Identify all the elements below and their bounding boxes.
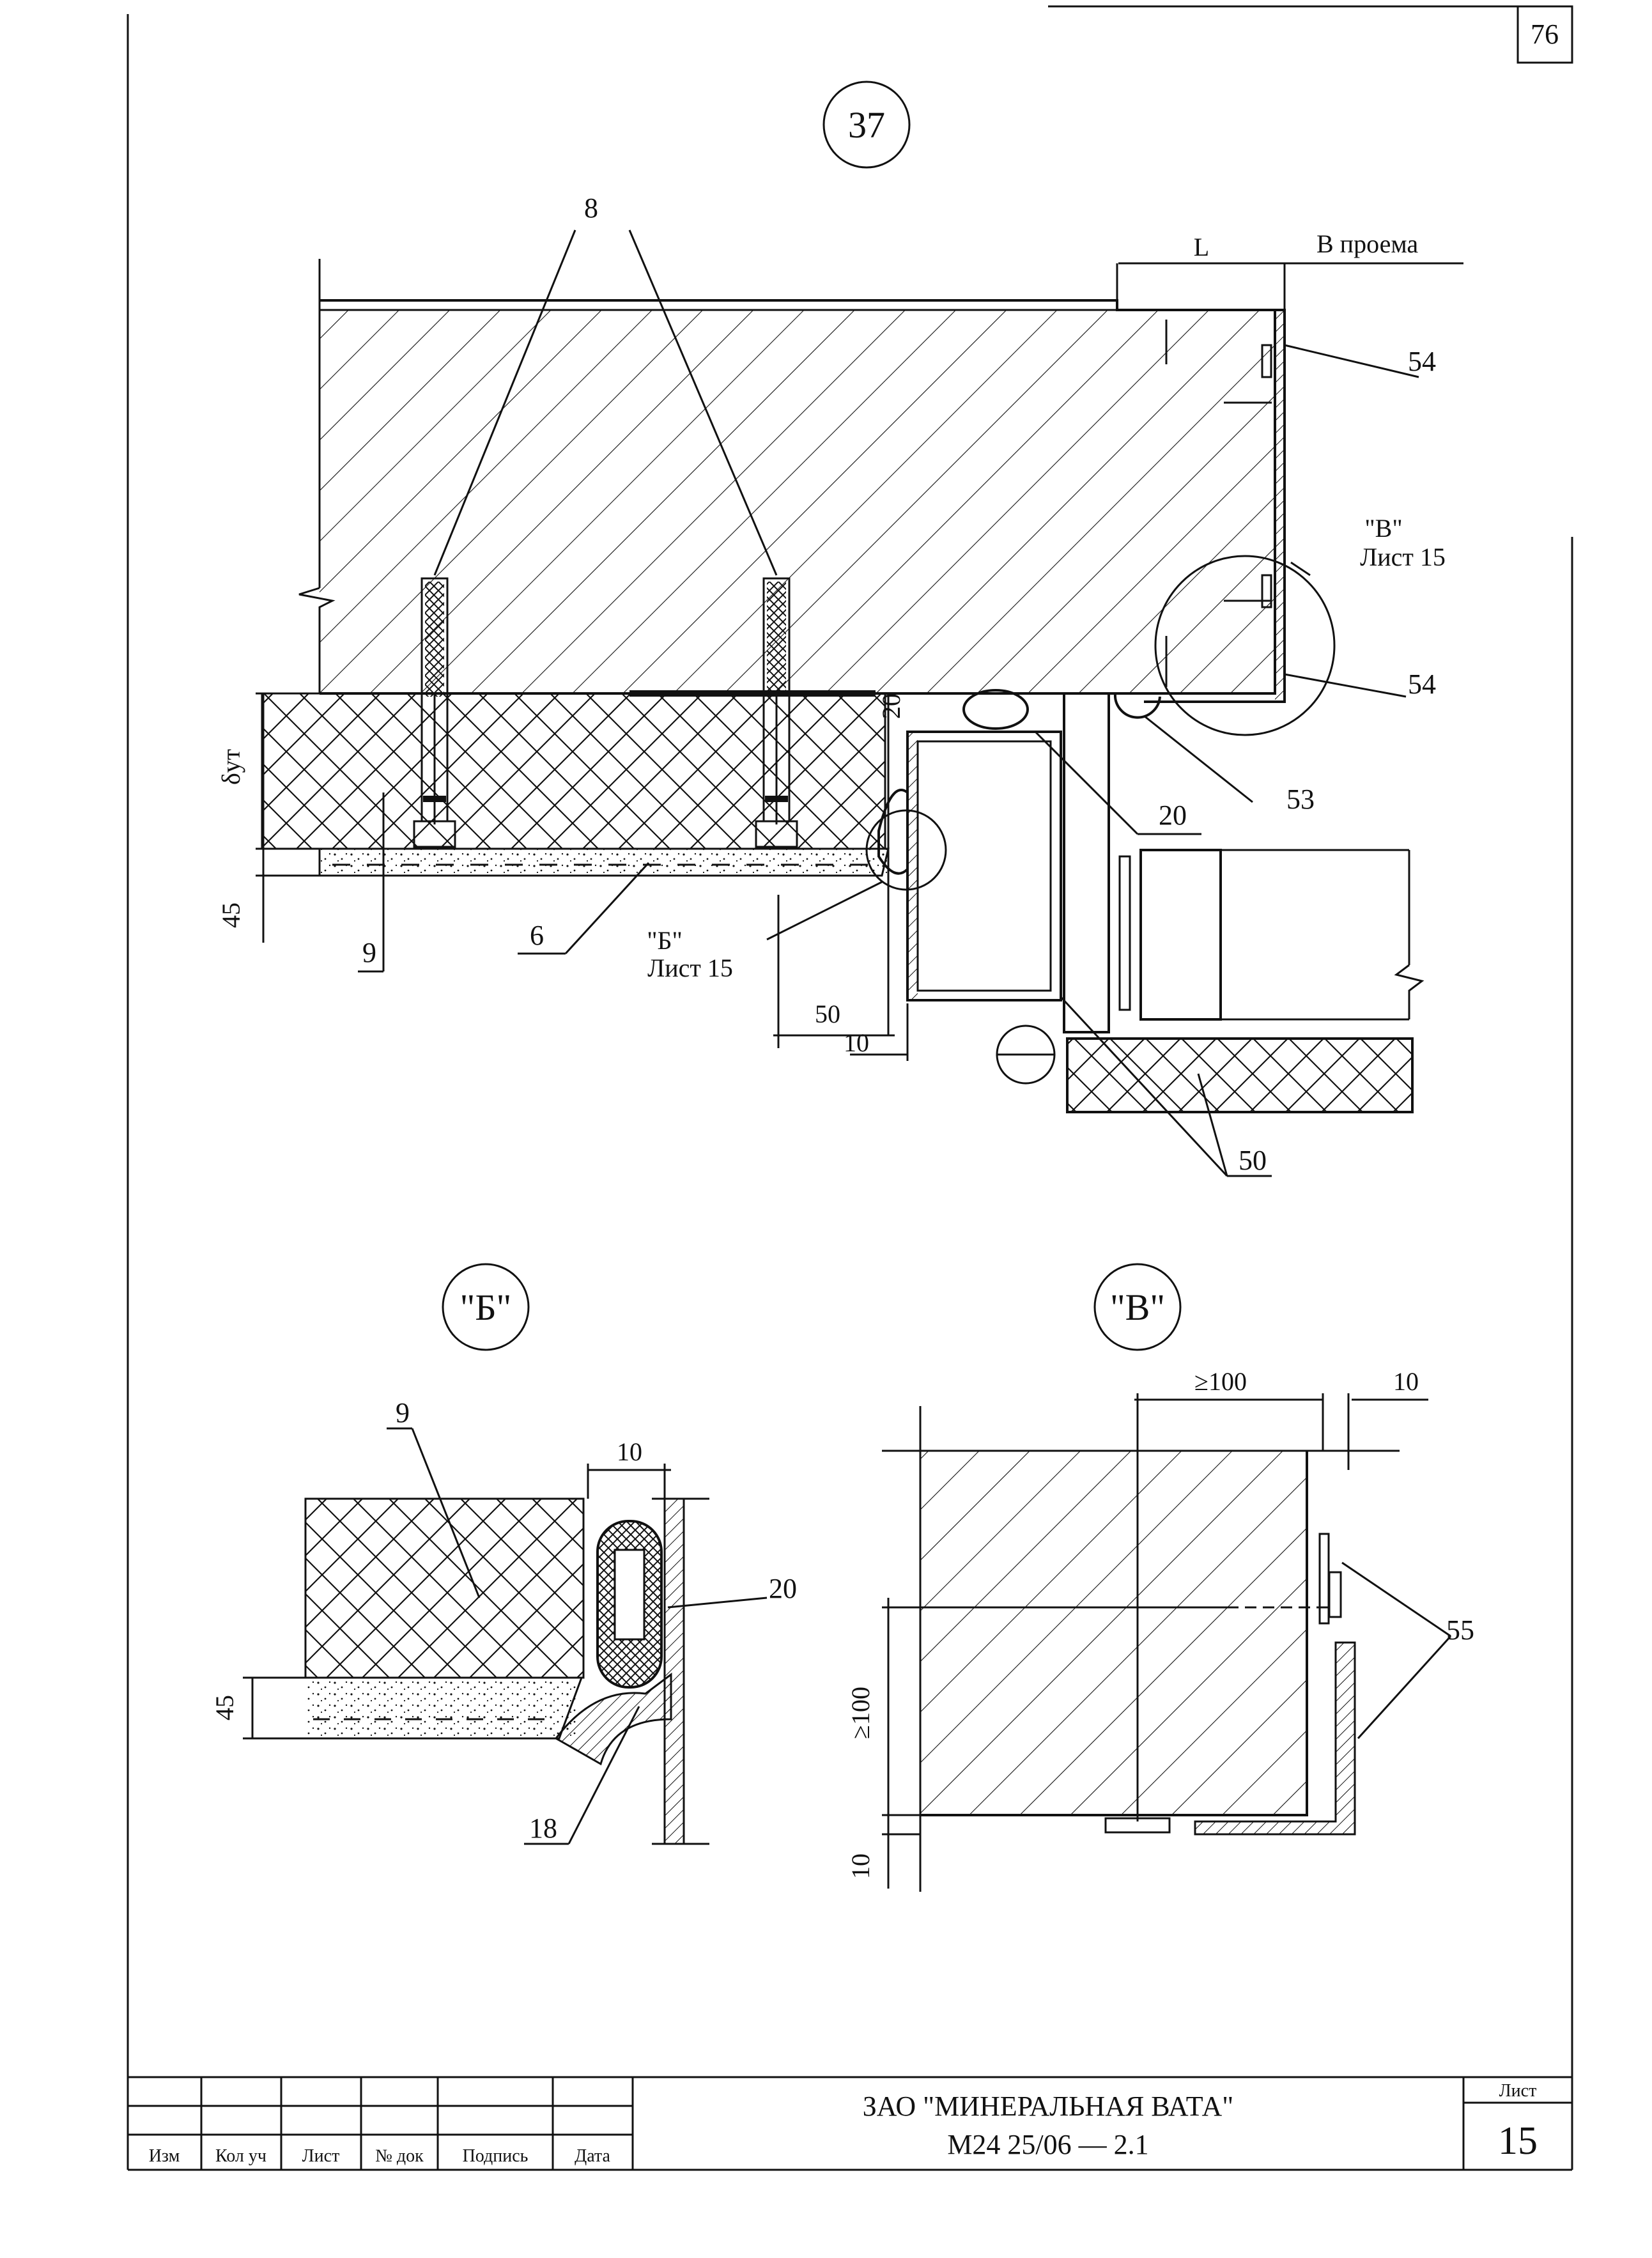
view-marker-37: 37 xyxy=(848,104,885,146)
dim-50: 50 xyxy=(815,1000,840,1028)
detail-v-dim-100-top: ≥100 xyxy=(1194,1367,1247,1396)
callout-54-top: 54 xyxy=(1408,346,1436,377)
detail-b-view: "Б" 10 45 9 20 18 xyxy=(210,1263,797,1845)
render-layer-6 xyxy=(320,849,888,876)
detail-v-callout-55: 55 xyxy=(1446,1614,1474,1646)
glazing-unit xyxy=(1118,849,1424,1021)
wooden-block xyxy=(1063,692,1110,1033)
dowel-8-right xyxy=(755,577,798,848)
ref-b-mark: "Б" xyxy=(647,926,683,955)
wall-masonry-hatch xyxy=(320,310,1275,693)
tb-col-podpis: Подпись xyxy=(463,2146,529,2166)
callout-9: 9 xyxy=(362,937,376,968)
detail-v-view: "В" ≥100 10 ≥100 10 55 xyxy=(846,1263,1474,1892)
detail-v-wall xyxy=(920,1451,1307,1815)
detail-v-dim-10-top: 10 xyxy=(1393,1367,1419,1396)
reveal-screws xyxy=(1165,320,1272,687)
corner-number-box xyxy=(1517,5,1573,64)
dowel-8-left xyxy=(413,577,456,848)
tb-col-data: Дата xyxy=(575,2146,610,2166)
insulation-layer-9 xyxy=(262,693,885,849)
seal-cord-20 xyxy=(962,689,1029,730)
dim-10-main: 10 xyxy=(844,1028,869,1057)
detail-b-callout-18: 18 xyxy=(529,1813,557,1844)
detail-b-dimensions xyxy=(243,1427,768,1845)
detail-v-angle-profile xyxy=(1194,1641,1356,1836)
tb-col-list: Лист xyxy=(302,2146,340,2166)
main-dimensions xyxy=(256,262,1463,1061)
detail-b-frame-wall xyxy=(663,1497,685,1845)
main-section-view: 37 xyxy=(217,81,1463,1177)
callout-6: 6 xyxy=(530,920,544,951)
dim-45: 45 xyxy=(217,902,245,928)
dim-thickness-symbol: δут xyxy=(217,749,245,785)
opening-note: В проема xyxy=(1316,229,1418,258)
sealant-53 xyxy=(1113,693,1161,719)
tb-col-n-dok: № док xyxy=(375,2146,424,2166)
detail-b-insulation xyxy=(305,1499,583,1678)
dim-l: L xyxy=(1194,233,1209,261)
ref-b-sheet: Лист 15 xyxy=(647,954,733,982)
detail-b-callout-9: 9 xyxy=(396,1397,410,1428)
detail-b-callout-20: 20 xyxy=(769,1573,797,1604)
wall-break-line xyxy=(298,587,336,693)
callout-50: 50 xyxy=(1239,1145,1267,1176)
tb-col-kol-uch: Кол уч xyxy=(215,2146,266,2166)
detail-b-dim-45: 45 xyxy=(210,1695,239,1721)
detail-b-dim-10: 10 xyxy=(617,1437,642,1466)
tb-doc-code: М24 25/06 — 2.1 xyxy=(947,2129,1148,2160)
detail-v-reference-circle xyxy=(1154,555,1336,736)
callout-8: 8 xyxy=(584,192,598,224)
detail-b-reference-circle xyxy=(865,809,947,891)
detail-b-render xyxy=(305,1678,577,1738)
corner-number: 76 xyxy=(1531,19,1559,50)
detail-v-dimensions xyxy=(882,1393,1452,1889)
sealant-b xyxy=(877,789,909,875)
callout-20: 20 xyxy=(1159,800,1187,831)
main-leader-lines xyxy=(358,229,1419,1177)
tb-sheet-number: 15 xyxy=(1498,2119,1538,2163)
callout-54-bottom: 54 xyxy=(1408,669,1436,700)
window-frame-profile xyxy=(887,693,1062,1035)
dim-20-main: 20 xyxy=(877,693,906,719)
ref-v-mark: "В" xyxy=(1364,514,1402,543)
tb-sheet-label: Лист xyxy=(1499,2081,1537,2101)
callout-53: 53 xyxy=(1286,784,1315,815)
detail-v-marker-circle xyxy=(1093,1263,1182,1351)
detail-v-dim-100-side: ≥100 xyxy=(846,1687,875,1739)
sheet-frame: 76 xyxy=(127,5,1573,2171)
detail-v-marker: "В" xyxy=(1110,1287,1165,1328)
title-block: Изм Кол уч Лист № док Подпись Дата ЗАО "… xyxy=(128,2076,1572,2170)
view-marker-circle xyxy=(822,81,911,169)
tb-organization: ЗАО "МИНЕРАЛЬНАЯ ВАТА" xyxy=(863,2091,1233,2122)
detail-v-dim-10-side: 10 xyxy=(846,1853,875,1879)
detail-b-marker: "Б" xyxy=(460,1287,512,1328)
tb-col-izm: Изм xyxy=(149,2146,180,2166)
detail-b-marker-circle xyxy=(442,1263,530,1351)
window-sill-50 xyxy=(1066,1037,1414,1113)
ref-v-sheet: Лист 15 xyxy=(1360,543,1446,571)
